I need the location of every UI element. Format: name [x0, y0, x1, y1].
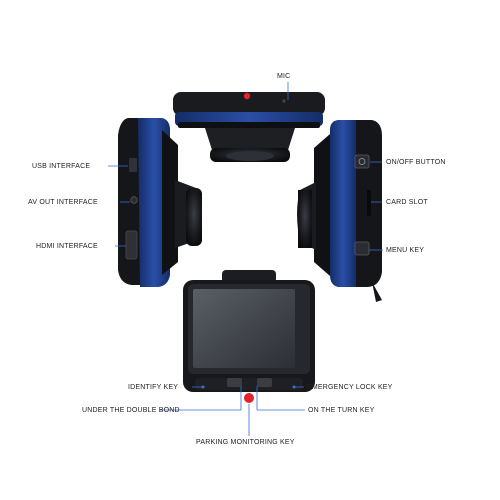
left-side-camera [118, 118, 202, 287]
label-emergency-lock-key: EMERGENCY LOCK KEY [307, 384, 393, 391]
front-view-camera [183, 270, 315, 403]
screen-display [193, 289, 295, 368]
menu-button-icon [354, 241, 370, 256]
label-parking-monitoring-key: PARKING MONITORING KEY [196, 439, 295, 446]
down-button-icon [257, 378, 272, 387]
usb-port-icon [129, 158, 137, 172]
label-menu-key: MENU KEY [386, 247, 425, 254]
card-slot-icon [367, 190, 371, 216]
right-side-camera [297, 120, 382, 302]
label-av-out-interface: AV OUT INTERFACE [28, 199, 98, 206]
leader-lines [108, 82, 383, 436]
top-view-camera [173, 92, 325, 162]
label-under-double-bond: UNDER THE DOUBLE BOND [82, 407, 180, 414]
mic-red-dot-icon [243, 92, 251, 100]
label-identify-key: IDENTIFY KEY [128, 384, 179, 391]
label-hdmi-interface: HDMI INTERFACE [36, 243, 98, 250]
label-on-off-button: ON/OFF BUTTON [386, 159, 446, 166]
power-button-icon [354, 154, 370, 169]
mic-hole-icon [282, 99, 286, 103]
av-port-icon [130, 196, 138, 204]
hdmi-port-icon [125, 230, 138, 260]
label-on-the-turn-key: ON THE TURN KEY [308, 407, 375, 414]
label-card-slot: CARD SLOT [386, 199, 428, 206]
up-button-icon [227, 378, 242, 387]
label-usb-interface: USB INTERFACE [32, 163, 91, 170]
label-mic: MIC [277, 73, 291, 80]
parking-button-icon [244, 393, 254, 403]
